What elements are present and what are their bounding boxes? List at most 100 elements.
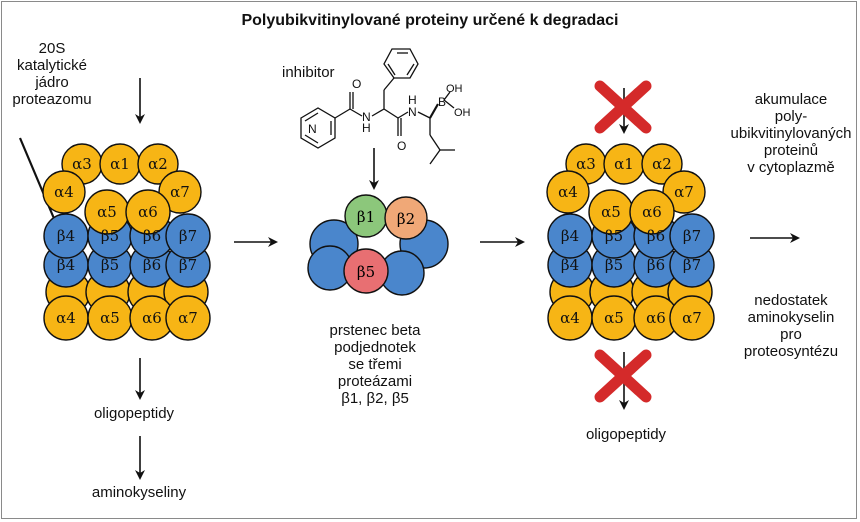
proteasome-label-line: 20S — [38, 40, 66, 57]
subunit-label: α3 — [72, 155, 92, 173]
pyrazine-ring — [300, 107, 336, 149]
phenyl-ring — [383, 48, 419, 79]
shortage-line: proteosyntézu — [743, 343, 839, 360]
inhibitor-atoms: N O O H N H N B OH OH — [308, 77, 471, 153]
ring-caption: prstenec beta podjednotek se třemi prote… — [300, 322, 450, 407]
subunit-label: α7 — [674, 183, 694, 201]
ring-caption-line: prstenec beta — [329, 322, 421, 339]
proteasome-label-line: proteazomu — [12, 91, 92, 108]
shortage-text: nedostatek aminokyselin pro proteosyntéz… — [716, 292, 860, 360]
subunit-label: α1 — [614, 155, 634, 173]
inhibitor-structure — [300, 48, 455, 165]
subunit-circle — [669, 213, 715, 259]
subunit-label: α2 — [652, 155, 672, 173]
accumulation-line: ubikvitinylovaných — [730, 125, 852, 142]
atom-oh: OH — [454, 107, 471, 119]
accumulation-line: v cytoplazmě — [747, 159, 835, 176]
subunit-label: α4 — [54, 183, 74, 201]
ring-label-beta2: β2 — [397, 210, 415, 228]
subunit-circle — [165, 213, 211, 259]
subunit-label: β5 — [101, 227, 119, 245]
subunit-label: α6 — [138, 203, 158, 221]
proteasome-label-line: katalytické — [16, 57, 88, 74]
atom-n: N — [408, 105, 417, 119]
subunit-label: β4 — [57, 227, 75, 245]
ring-label-beta5: β5 — [357, 263, 375, 281]
subunit-label: β7 — [179, 227, 197, 245]
subunit-circle — [125, 189, 171, 235]
atom-b: B — [438, 95, 446, 109]
accumulation-line: akumulace — [754, 91, 828, 108]
ring-caption-line: podjednotek — [334, 339, 416, 356]
subunit-label: α4 — [56, 309, 76, 327]
subunit-label: α5 — [100, 309, 120, 327]
subunit-label: α3 — [576, 155, 596, 173]
subunit-label: α7 — [682, 309, 702, 327]
ring-subunit-beta5 — [343, 248, 389, 294]
oligopeptides-right: oligopeptidy — [585, 426, 667, 443]
subunit-label: α5 — [601, 203, 621, 221]
ring-subunit-beta2 — [384, 196, 428, 240]
subunit-label: β4 — [57, 256, 75, 274]
subunit-label: α5 — [97, 203, 117, 221]
subunit-label: β5 — [101, 256, 119, 274]
subunit-label: β6 — [647, 256, 665, 274]
block-cross-bottom — [594, 349, 652, 403]
beta-ring: β1 β2 β5 — [307, 194, 449, 296]
shortage-line: aminokyselin — [747, 309, 835, 326]
subunit-label: α6 — [642, 203, 662, 221]
subunit-label: α4 — [560, 309, 580, 327]
ring-label-beta1: β1 — [357, 208, 375, 226]
atom-n: N — [308, 122, 317, 136]
subunit-label: β5 — [605, 227, 623, 245]
shortage-line: pro — [780, 326, 802, 343]
subunit-label: β6 — [647, 227, 665, 245]
proteasome-label: 20S katalytické jádro proteazomu — [2, 40, 102, 108]
accumulation-line: proteinů — [763, 142, 819, 159]
subunit-circle — [546, 170, 590, 214]
subunit-circle — [158, 170, 202, 214]
subunit-label: β4 — [561, 256, 579, 274]
accumulation-text: akumulace poly- ubikvitinylovaných prote… — [716, 91, 860, 176]
block-cross-top — [594, 80, 652, 134]
ring-caption-line: se třemi — [348, 356, 402, 373]
subunit-label: α6 — [646, 309, 666, 327]
ring-caption-line: proteázami — [337, 373, 413, 390]
arrow-label-pointer — [18, 137, 60, 230]
subunit-label: β5 — [605, 256, 623, 274]
subunit-label: α5 — [604, 309, 624, 327]
amino-acids-left: aminokyseliny — [91, 484, 187, 501]
shortage-line: nedostatek — [754, 292, 828, 309]
atom-n: N — [362, 110, 371, 124]
subunit-circle — [42, 170, 86, 214]
atom-o: O — [352, 77, 361, 91]
subunit-label: β7 — [179, 256, 197, 274]
subunit-label: β7 — [683, 256, 701, 274]
subunit-label: β4 — [561, 227, 579, 245]
proteasome-right: α4 α5 α6 α7 β4 β5 β6 β7 β4 β5 β6 β7 α3 α1 α2 α4 α7 α5 α6 — [546, 143, 715, 341]
figure-title: Polyubikvitinylované proteiny určené k d… — [241, 12, 619, 29]
atom-oh: OH — [446, 83, 463, 95]
subunit-label: α6 — [142, 309, 162, 327]
subunit-label: β6 — [143, 227, 161, 245]
subunit-label: α7 — [178, 309, 198, 327]
atom-h: H — [408, 93, 417, 107]
ring-caption-line: β1, β2, β5 — [341, 390, 409, 407]
subunit-label: α4 — [558, 183, 578, 201]
atom-h: H — [362, 121, 371, 135]
subunit-label: β7 — [683, 227, 701, 245]
subunit-label: β6 — [143, 256, 161, 274]
subunit-label: α2 — [148, 155, 168, 173]
subunit-circle — [669, 295, 715, 341]
subunit-circle — [165, 295, 211, 341]
subunit-label: α1 — [110, 155, 130, 173]
atom-o: O — [397, 139, 406, 153]
subunit-circle — [662, 170, 706, 214]
proteasome-label-line: jádro — [35, 74, 69, 91]
accumulation-line: poly- — [774, 108, 808, 125]
oligopeptides-left: oligopeptidy — [93, 405, 175, 422]
subunit-circle — [629, 189, 675, 235]
